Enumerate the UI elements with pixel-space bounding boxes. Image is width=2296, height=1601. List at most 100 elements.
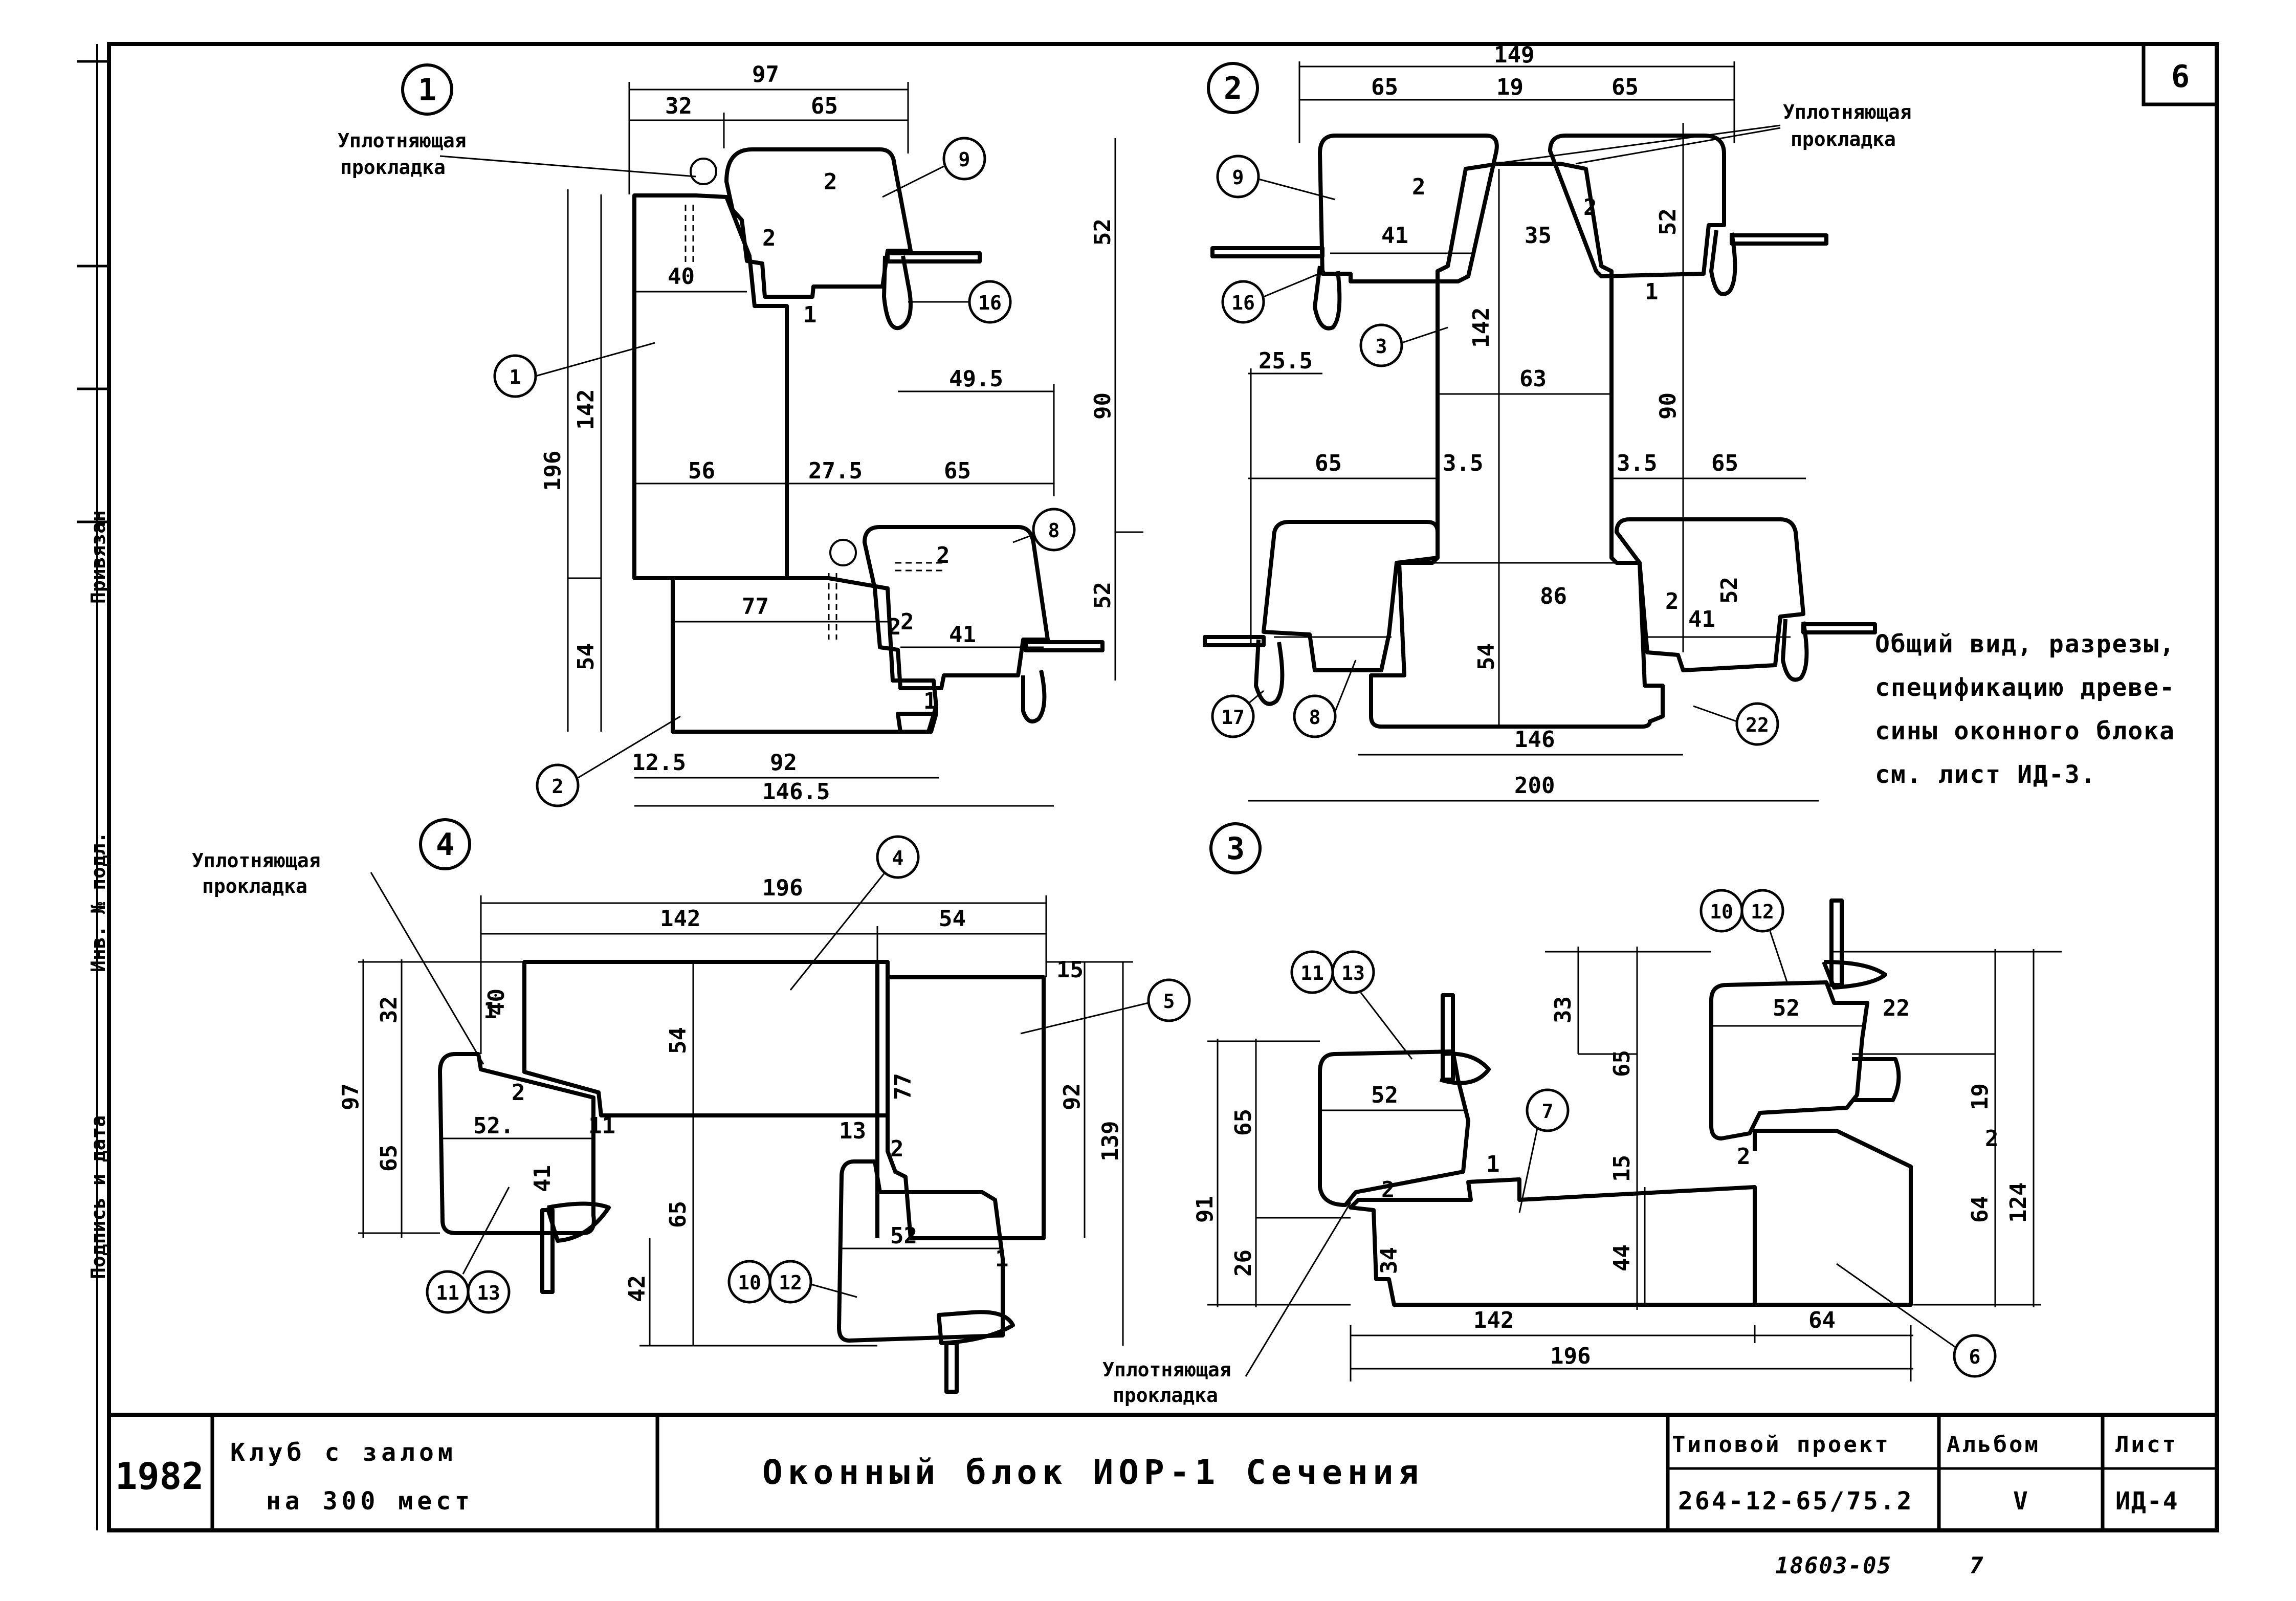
s2-part: 9 [1232, 166, 1244, 189]
section-4-marker: 4 [436, 827, 454, 863]
s1-dim: 2 [762, 225, 776, 251]
s1-profiles [632, 147, 1105, 734]
s4-gasket-label-2: прокладка [202, 875, 307, 897]
s1-part: 2 [552, 775, 564, 798]
s2-dim: 35 [1525, 223, 1552, 249]
footer-inventory-number: 18603-05 [1775, 1553, 1892, 1579]
s2-dim: 52 [1716, 577, 1742, 604]
s1-dim: 97 [752, 61, 779, 87]
title-object-line-2: на 300 мест [266, 1487, 474, 1516]
s1-dim: 2 [824, 169, 837, 195]
s2-part: 22 [1746, 714, 1769, 736]
s1-hatching [685, 205, 946, 640]
s2-dim: 146 [1514, 727, 1555, 753]
s2-dim: 41 [1688, 606, 1715, 632]
s2-dim: 86 [1540, 583, 1567, 609]
s1-dim: 196 [540, 451, 566, 491]
note-line: см. лист ИД-3. [1875, 760, 2096, 789]
s3-dim: 124 [2005, 1182, 2032, 1223]
s3-dim: 91 [1192, 1196, 1218, 1223]
s3-dim: 34 [1376, 1247, 1402, 1274]
s3-part: 13 [1341, 962, 1365, 984]
s3-dim: 2 [1381, 1177, 1395, 1203]
s2-part: 3 [1376, 335, 1387, 358]
s2-dim: 149 [1494, 42, 1534, 68]
s2-dim: 54 [1473, 643, 1499, 670]
s2-dim: 65 [1611, 74, 1639, 100]
s4-dim: 139 [1097, 1121, 1123, 1161]
s1-dim: 2 [936, 542, 950, 568]
s1-part-callouts [493, 137, 1076, 807]
s2-dim: 65 [1711, 450, 1738, 476]
s1-dim: 65 [811, 93, 838, 119]
s3-part: 7 [1542, 1100, 1554, 1123]
s4-part-callouts [426, 835, 1191, 1314]
s4-dim: 65 [376, 1145, 402, 1172]
s1-dim: 40 [668, 264, 695, 290]
s3-dim: 2 [1985, 1126, 1999, 1152]
s4-part: 11 [436, 1282, 459, 1304]
note-line: Общий вид, разрезы, [1875, 630, 2175, 659]
s4-dim: 1 [995, 1246, 1009, 1272]
s3-part: 10 [1710, 901, 1733, 923]
s2-dim: 41 [1381, 223, 1408, 249]
s2-dim: 25.5 [1259, 348, 1313, 374]
s2-dim: 2 [1665, 588, 1679, 615]
s1-dim: 12.5 [632, 750, 686, 776]
title-album-label: Альбом [1947, 1432, 2040, 1458]
title-album-value: V [2013, 1487, 2032, 1516]
s2-dim: 65 [1371, 74, 1398, 100]
s4-dim: 11 [588, 1113, 615, 1139]
s3-gasket-label-2: прокладка [1113, 1384, 1218, 1407]
s4-dim: 52. [473, 1113, 514, 1139]
title-project-label: Типовой проект [1672, 1432, 1890, 1458]
sheet-frame [107, 42, 2219, 1532]
s3-dim: 52 [1773, 995, 1800, 1021]
s3-part-numbers: 10 12 11 13 7 6 [1300, 901, 1980, 1368]
s2-part-callouts [1211, 155, 1779, 746]
s1-dim: 32 [665, 93, 692, 119]
s4-part: 10 [738, 1271, 761, 1294]
s4-part: 12 [779, 1271, 802, 1294]
s2-dim: 142 [1468, 308, 1494, 348]
s2-part: 8 [1309, 706, 1321, 729]
left-margin-strip [77, 44, 110, 1530]
section-2: 2 Уплотняющая прокладка [1203, 42, 1912, 802]
section-4: 4 Уплотняющая прокладка [192, 818, 1191, 1394]
s1-dim: 52 [1090, 582, 1116, 609]
s3-dimension-lines [1207, 947, 2062, 1381]
section-1: 1 Уплотняющая прокладка [338, 61, 1143, 807]
s2-dim: 2 [1412, 174, 1426, 200]
note-line: сины оконного блока [1875, 717, 2175, 745]
section-3-marker: 3 [1226, 831, 1245, 867]
s3-dim: 64 [1967, 1196, 1993, 1223]
note-line: спецификацию древе- [1875, 673, 2175, 702]
s3-part: 11 [1300, 962, 1324, 984]
s3-dim: 1 [1486, 1151, 1500, 1177]
s1-gasket-label-2: прокладка [340, 156, 446, 179]
s3-dim: 44 [1609, 1244, 1635, 1271]
s4-part: 13 [477, 1282, 500, 1304]
s3-dim: 2 [1737, 1144, 1751, 1170]
section-1-marker: 1 [418, 72, 436, 108]
s2-dim: 52 [1655, 208, 1681, 235]
s1-dim: 54 [573, 643, 599, 670]
s1-dim: 41 [949, 622, 976, 648]
sheet-number: 6 [2171, 59, 2190, 95]
s1-dim: 2 [900, 609, 914, 635]
title-year: 1982 [115, 1455, 204, 1498]
footer-page-number: 7 [1970, 1553, 1985, 1579]
s2-part: 17 [1221, 706, 1245, 729]
s4-dim: 97 [338, 1083, 364, 1110]
s4-dim: 40 [483, 989, 510, 1016]
s4-part: 5 [1163, 990, 1175, 1013]
s1-dim: 27.5 [808, 458, 863, 484]
s1-dim: 1 [923, 688, 937, 714]
s1-dim: 56 [688, 458, 715, 484]
s4-part: 4 [892, 847, 904, 869]
s1-dim: 49.5 [949, 366, 1003, 392]
s4-dim: 42 [624, 1275, 650, 1302]
s4-part-numbers: 4 5 11 13 10 12 [436, 847, 1175, 1304]
s4-dim: 41 [529, 1165, 556, 1192]
